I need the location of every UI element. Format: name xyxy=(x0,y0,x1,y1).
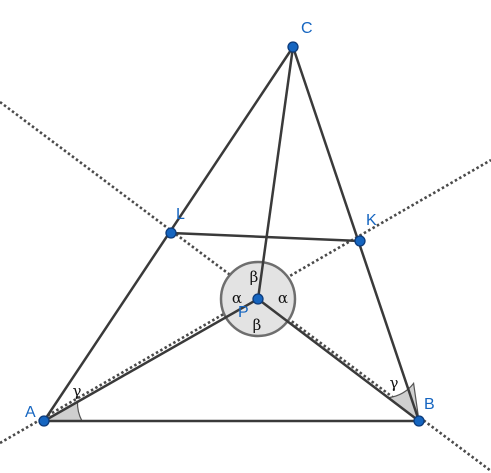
angle-label-gamma-B: γ xyxy=(390,374,399,392)
angle-label-gamma-A: γ xyxy=(73,382,82,400)
point-L[interactable] xyxy=(165,227,177,239)
point-label-A: A xyxy=(25,404,36,421)
segment-AP xyxy=(43,297,259,423)
point-P[interactable] xyxy=(252,293,264,305)
points xyxy=(38,41,425,427)
segment-CP xyxy=(256,46,295,300)
point-label-B: B xyxy=(424,396,435,413)
angle-label-alpha-right: α xyxy=(278,289,288,307)
angle-label-beta-bottom: β xyxy=(253,316,262,334)
point-C[interactable] xyxy=(287,41,299,53)
dotted-line-through-A-and-K xyxy=(0,158,491,445)
segment-BP xyxy=(257,298,420,422)
point-B[interactable] xyxy=(413,415,425,427)
point-label-K: K xyxy=(366,212,377,229)
point-label-L: L xyxy=(176,206,185,223)
angle-label-alpha-left: α xyxy=(232,289,242,307)
segments xyxy=(42,46,421,423)
point-label-C: C xyxy=(301,20,313,37)
segment-BC xyxy=(291,46,421,422)
point-A[interactable] xyxy=(38,415,50,427)
point-label-P: P xyxy=(238,304,249,321)
angle-label-beta-top: β xyxy=(250,268,259,286)
point-K[interactable] xyxy=(354,235,366,247)
